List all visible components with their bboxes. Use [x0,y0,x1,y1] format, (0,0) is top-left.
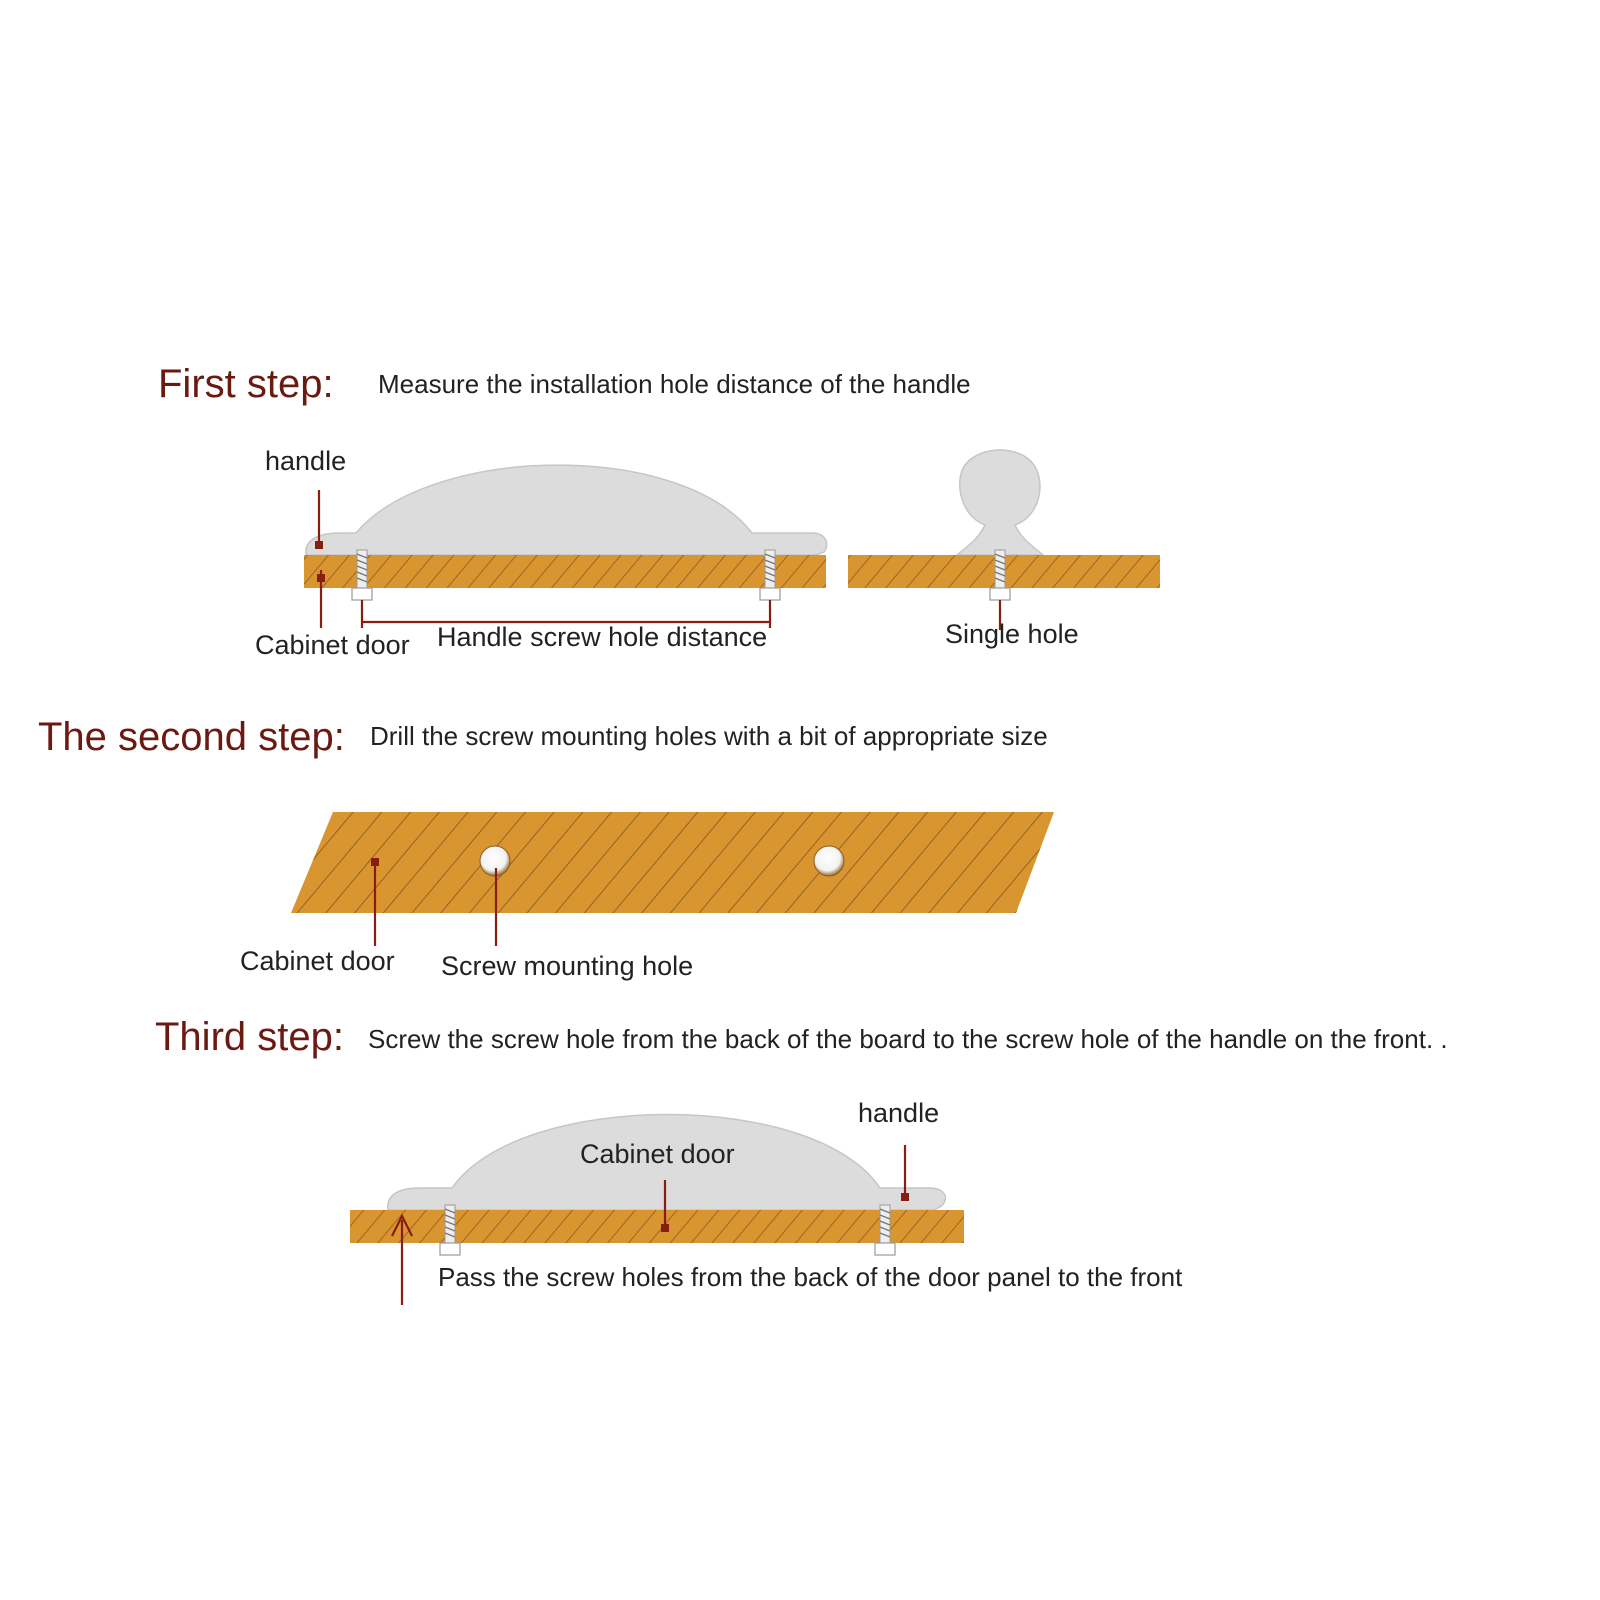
step-2-title: The second step: [38,715,345,759]
label-cabinet-door: Cabinet door [240,946,395,976]
step-1: First step: Measure the installation hol… [158,362,1160,660]
knob-handle-icon [955,449,1045,556]
screw-icon [874,1204,896,1256]
step-3-title: Third step: [155,1015,344,1059]
step-1-description: Measure the installation hole distance o… [378,369,971,399]
label-pass-through: Pass the screw holes from the back of th… [438,1262,1183,1292]
label-cabinet-door: Cabinet door [255,630,410,660]
bow-handle-icon [387,1113,947,1211]
bow-handle-icon [305,464,828,556]
step-3: Third step: Screw the screw hole from th… [155,1015,1448,1305]
label-handle: handle [265,446,346,476]
cabinet-door-board [291,812,1054,913]
arrow-up-icon [391,1213,413,1305]
screw-icon [351,549,373,601]
label-handle: handle [858,1098,939,1128]
step-3-description: Screw the screw hole from the back of th… [368,1024,1448,1054]
label-cabinet-door: Cabinet door [580,1139,735,1169]
screw-icon [439,1204,461,1256]
label-screw-mounting-hole: Screw mounting hole [441,951,693,981]
screw-icon [989,549,1011,601]
drill-hole-icon [813,845,845,877]
step-1-title: First step: [158,362,334,406]
cabinet-door-plank [350,1210,964,1243]
screw-icon [759,549,781,601]
step-2-description: Drill the screw mounting holes with a bi… [370,721,1048,751]
label-single-hole: Single hole [945,619,1079,649]
label-screw-hole-distance: Handle screw hole distance [437,622,767,652]
step-2: The second step: Drill the screw mountin… [38,715,1054,981]
cabinet-door-plank [304,555,826,588]
